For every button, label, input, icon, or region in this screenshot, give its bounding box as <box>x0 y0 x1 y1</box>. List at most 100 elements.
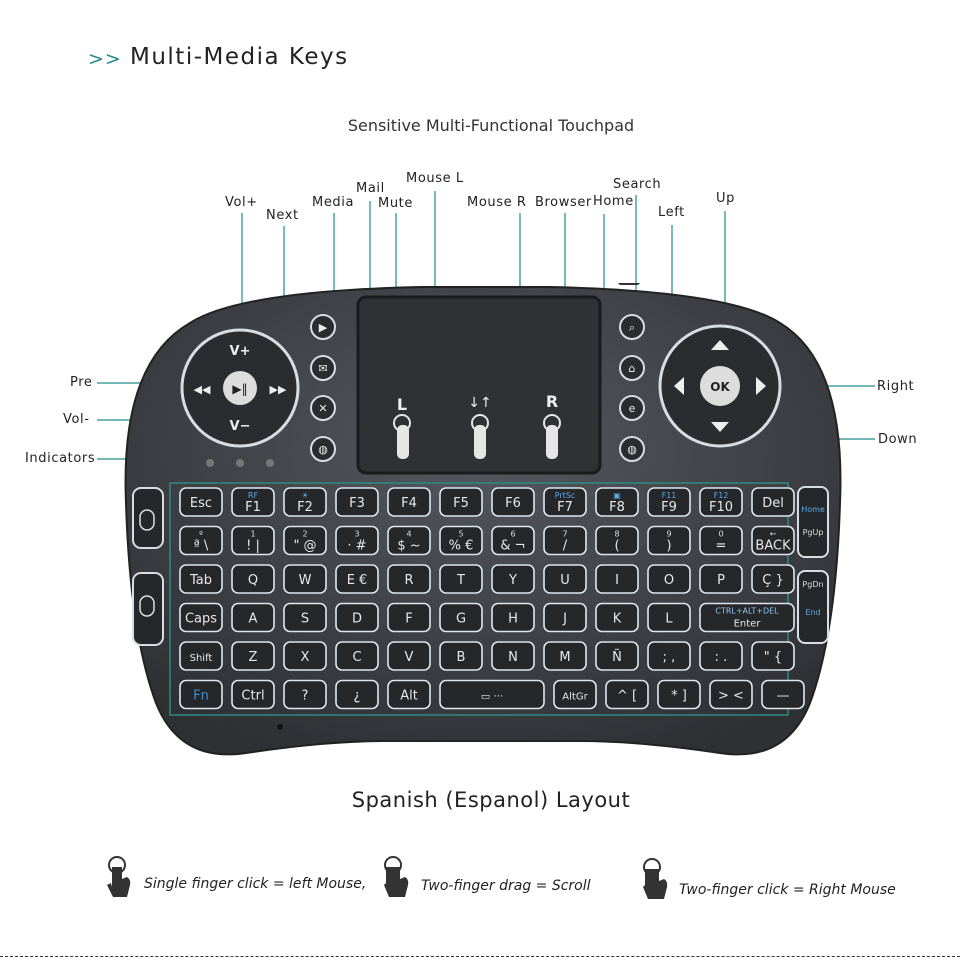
key-cap <box>439 602 483 633</box>
key-cap <box>699 564 743 594</box>
key-label: Fn <box>193 689 209 704</box>
key-label: F6 <box>505 496 521 511</box>
key-2-7: U <box>543 564 587 594</box>
key-cap <box>335 679 379 710</box>
key-label: Ç } <box>762 573 783 588</box>
key-5-5: ▭ ··· <box>439 679 545 710</box>
key-label: ª \ <box>194 539 209 554</box>
key-label: ; , <box>663 650 676 665</box>
key-cap <box>761 679 805 710</box>
side-end-label: End <box>805 608 820 617</box>
callout-indicators: Indicators <box>25 451 96 466</box>
key-label: M <box>559 650 570 665</box>
key-label: F <box>405 612 412 627</box>
key-4-9: ; , <box>647 641 691 671</box>
key-2-8: I <box>595 564 639 594</box>
key-cap <box>335 564 379 594</box>
key-cap <box>387 525 431 556</box>
key-label: F3 <box>349 496 365 511</box>
key-label: Ñ <box>612 649 622 665</box>
key-sublabel: 4 <box>406 530 411 539</box>
key-label: ▭ ··· <box>481 692 503 703</box>
callout-down: Down <box>878 432 918 447</box>
key-5-3: ¿ <box>335 679 379 710</box>
key-label: F9 <box>661 500 677 515</box>
key-cap <box>231 487 275 517</box>
key-2-10: P <box>699 564 743 594</box>
key-cap <box>543 487 587 517</box>
key-label: X <box>301 650 310 665</box>
svg-text:▶‖: ▶‖ <box>232 382 247 396</box>
key-5-2: ? <box>283 679 327 710</box>
key-label: Q <box>248 573 258 588</box>
key-1-2: 2" @ <box>283 525 327 556</box>
key-cap <box>491 602 535 633</box>
key-5-7: ^ [ <box>605 679 649 710</box>
key-sublabel: ▣ <box>613 491 621 500</box>
key-cap <box>387 564 431 594</box>
keyboard-illustration: ▶‖ V+ V− ◀◀ ▶▶ ▶ ✉ ✕ ◍ ⌕ ⌂ e ◍ L R ↓↑ OK <box>124 283 842 756</box>
key-sublabel: ☀ <box>301 491 308 500</box>
key-cap <box>231 564 275 594</box>
key-3-6: H <box>491 602 535 633</box>
key-label: / <box>563 539 568 554</box>
key-cap <box>491 487 535 517</box>
key-label: B <box>457 650 466 665</box>
key-cap <box>553 679 597 710</box>
svg-text:✕: ✕ <box>318 402 327 415</box>
key-label: F8 <box>609 500 625 515</box>
key-cap <box>491 564 535 594</box>
key-cap <box>283 641 327 671</box>
key-cap <box>179 564 223 594</box>
key-label: Del <box>762 496 784 511</box>
key-cap <box>179 602 223 633</box>
key-4-1: Z <box>231 641 275 671</box>
callout-mouse-r: Mouse R <box>467 195 527 210</box>
key-5-8: * ] <box>657 679 701 710</box>
key-cap <box>231 641 275 671</box>
key-label: Ctrl <box>241 689 264 704</box>
svg-text:▶: ▶ <box>319 321 328 334</box>
key-sublabel: 7 <box>562 530 567 539</box>
key-cap <box>439 564 483 594</box>
key-cap <box>283 602 327 633</box>
key-4-2: X <box>283 641 327 671</box>
key-2-2: W <box>283 564 327 594</box>
key-sublabel: PrtSc <box>555 491 576 500</box>
key-label: — <box>777 689 790 704</box>
key-2-9: O <box>647 564 691 594</box>
key-label: S <box>301 612 309 627</box>
key-cap <box>283 679 327 710</box>
key-sublabel: 8 <box>614 530 619 539</box>
key-3-4: F <box>387 602 431 633</box>
key-cap <box>335 641 379 671</box>
bottom-divider <box>0 956 960 957</box>
key-2-0: Tab <box>179 564 223 594</box>
key-cap <box>543 525 587 556</box>
key-label: W <box>299 573 312 588</box>
key-cap <box>491 641 535 671</box>
key-cap <box>751 525 795 556</box>
key-3-3: D <box>335 602 379 633</box>
key-label: ( <box>614 539 619 554</box>
side-home-label: Home <box>801 505 825 514</box>
key-label: : . <box>715 650 728 665</box>
key-cap <box>179 641 223 671</box>
key-0-2: ☀F2 <box>283 487 327 517</box>
key-cap <box>595 641 639 671</box>
key-label: ¿ <box>354 689 361 704</box>
key-cap <box>699 525 743 556</box>
key-1-11: ←BACK <box>751 525 795 556</box>
key-1-8: 8( <box>595 525 639 556</box>
key-5-0: Fn <box>179 679 223 710</box>
key-label: BACK <box>755 539 791 554</box>
gesture-single-text: Single finger click = left Mouse, <box>144 876 367 892</box>
key-label: Shift <box>190 653 213 664</box>
key-4-5: B <box>439 641 483 671</box>
key-cap <box>231 525 275 556</box>
key-label: F4 <box>401 496 417 511</box>
key-label: I <box>615 573 619 588</box>
key-2-11: Ç } <box>751 564 795 594</box>
